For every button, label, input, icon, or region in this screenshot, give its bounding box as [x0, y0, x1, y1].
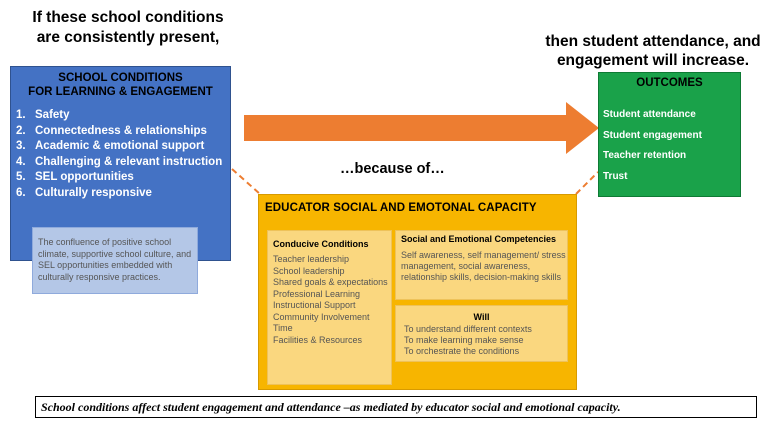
- will-item: To understand different contexts: [404, 324, 532, 334]
- conditions-title-line-1: SCHOOL CONDITIONS: [58, 72, 183, 84]
- will-title: Will: [473, 312, 490, 322]
- condition-text: Safety: [35, 109, 70, 121]
- conducive-item: Time: [273, 323, 293, 333]
- condition-number: 5.: [16, 171, 26, 183]
- school-conditions-title: SCHOOL CONDITIONS FOR LEARNING & ENGAGEM…: [11, 71, 230, 99]
- condition-item: 4. Challenging & relevant instruction: [15, 155, 229, 171]
- condition-item: 1. Safety: [15, 108, 229, 124]
- outcomes-list: Student attendance Student engagement Te…: [603, 105, 702, 187]
- sel-competencies-panel: Social and Emotional Competencies Self a…: [395, 230, 568, 300]
- condition-text: Academic & emotional support: [35, 140, 205, 152]
- dashed-connector-right: [575, 171, 599, 195]
- conducive-item: Professional Learning: [273, 288, 361, 299]
- conducive-item: Shared goals & expectations: [273, 277, 388, 287]
- condition-number: 6.: [16, 186, 26, 199]
- will-item: To orchestrate the conditions: [404, 346, 520, 356]
- educator-capacity-box: EDUCATOR SOCIAL AND EMOTONAL CAPACITY Co…: [258, 194, 577, 390]
- conducive-item: Teacher leadership: [273, 254, 350, 264]
- outcome-item: Student engagement: [603, 129, 702, 141]
- conducive-item: School leadership: [273, 265, 345, 276]
- will-panel: Will To understand different contexts To…: [395, 305, 568, 362]
- condition-text: Culturally responsive: [35, 186, 152, 199]
- conducive-conditions-title: Conducive Conditions: [273, 239, 369, 249]
- dashed-connector-left: [231, 168, 261, 195]
- condition-number: 1.: [16, 109, 26, 121]
- conducive-item: Community Involvement: [273, 311, 370, 322]
- heading-left-line-1: If these school conditions: [32, 9, 224, 26]
- sel-competencies-title: Social and Emotional Competencies: [401, 234, 557, 244]
- will-item: To make learning make sense: [404, 335, 524, 345]
- condition-text: SEL opportunities: [35, 171, 134, 183]
- outcome-item: Student attendance: [603, 109, 696, 120]
- conducive-conditions-panel: Conducive Conditions Teacher leadership …: [267, 230, 392, 385]
- sel-competencies-text: Self awareness, self management/ stress …: [401, 250, 566, 282]
- outcome-item: Trust: [603, 170, 628, 182]
- conducive-item: Facilities & Resources: [273, 334, 363, 345]
- condition-item: 6. Culturally responsive: [15, 186, 229, 202]
- flow-arrow: [244, 102, 599, 154]
- condition-item: 5. SEL opportunities: [15, 170, 229, 186]
- outcome-item: Teacher retention: [603, 150, 687, 161]
- heading-right-line-2: engagement will increase.: [556, 52, 750, 69]
- condition-number: 4.: [16, 155, 26, 168]
- footer-caption: School conditions affect student engagem…: [35, 396, 757, 418]
- outcomes-title: OUTCOMES: [636, 77, 703, 89]
- conducive-item: Instructional Support: [273, 300, 356, 310]
- conditions-list: 1. Safety 2. Connectedness & relationships…: [15, 108, 229, 201]
- educator-capacity-title: EDUCATOR SOCIAL AND EMOTONAL CAPACITY: [265, 202, 537, 214]
- school-conditions-box: SCHOOL CONDITIONS FOR LEARNING & ENGAGEM…: [10, 66, 231, 261]
- outcomes-box: OUTCOMES Student attendance Student enga…: [598, 72, 741, 197]
- condition-number: 3.: [16, 140, 26, 152]
- condition-number: 2.: [16, 124, 26, 137]
- heading-outcomes: then student attendance, and engagement …: [540, 32, 766, 70]
- because-of-label: …because of…: [340, 161, 445, 177]
- heading-conditions: If these school conditions are consisten…: [22, 8, 234, 48]
- condition-text: Connectedness & relationships: [35, 124, 207, 137]
- condition-text: Challenging & relevant instruction: [35, 155, 223, 168]
- heading-left-line-2: are consistently present,: [36, 29, 220, 46]
- condition-item: 2. Connectedness & relationships: [15, 124, 229, 140]
- conditions-title-line-2: FOR LEARNING & ENGAGEMENT: [28, 86, 213, 98]
- heading-right-line-1: then student attendance, and: [545, 33, 761, 50]
- condition-item: 3. Academic & emotional support: [15, 139, 229, 155]
- confluence-note: The confluence of positive school climat…: [32, 227, 198, 294]
